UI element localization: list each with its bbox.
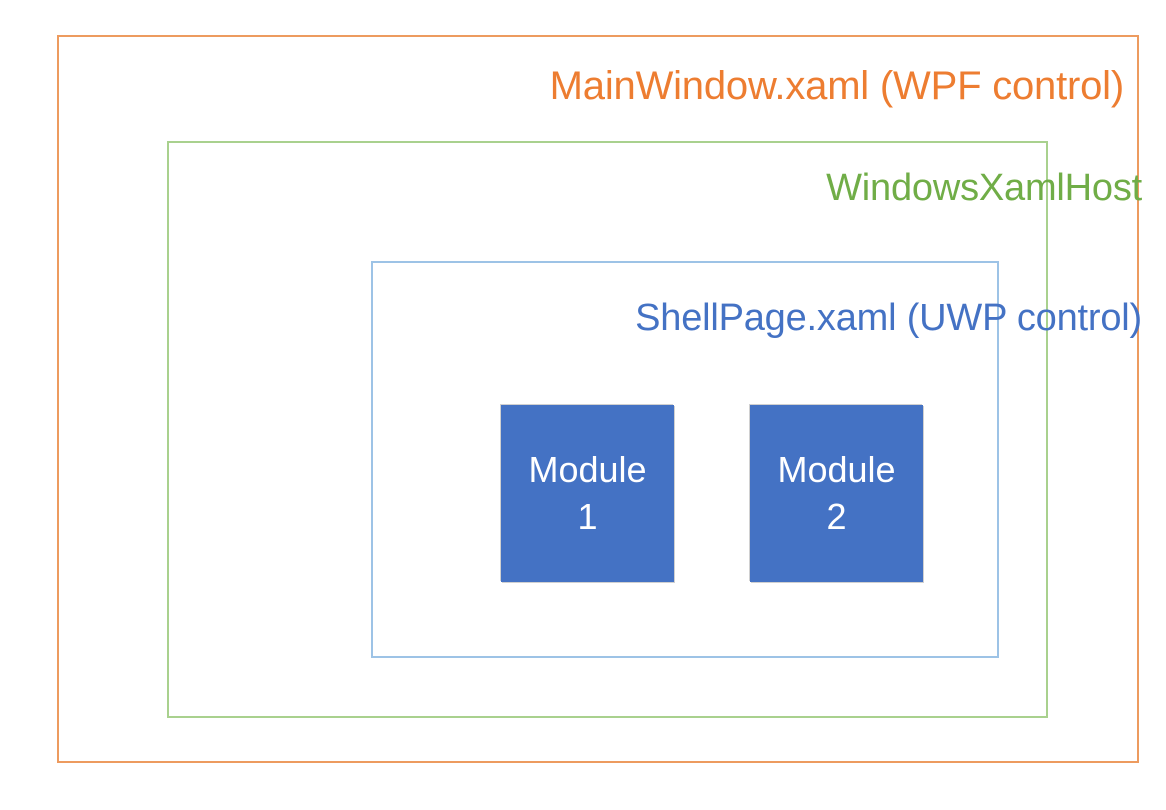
container-shellpage-uwp: [371, 261, 999, 658]
module-block-1-line2: 1: [577, 495, 598, 537]
label-shellpage-uwp: ShellPage.xaml (UWP control): [635, 297, 1142, 339]
label-mainwindow-wpf: MainWindow.xaml (WPF control): [549, 64, 1125, 108]
container-windowsxamlhost: [167, 141, 1048, 718]
module-block-2-line1: Module: [777, 449, 896, 491]
module-block-1-line1: Module: [528, 449, 647, 491]
label-windowsxamlhost: WindowsXamlHost: [826, 167, 1142, 209]
module-block-2: Module 2: [750, 405, 923, 582]
module-block-1: Module 1: [501, 405, 674, 582]
container-mainwindow-wpf: [57, 35, 1139, 763]
module-block-2-line2: 2: [826, 495, 847, 537]
